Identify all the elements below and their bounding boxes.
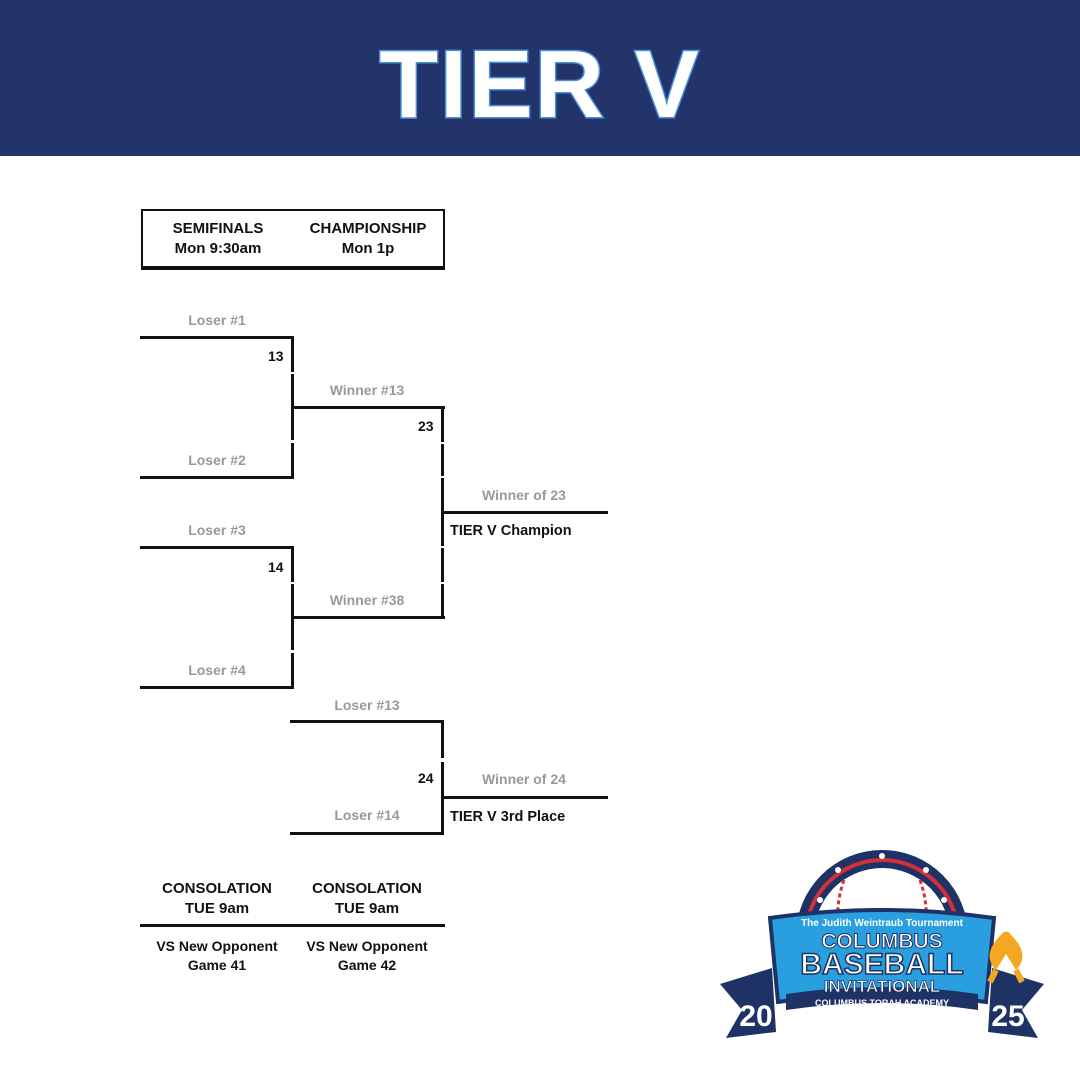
bracket-connector-g14-top — [291, 546, 294, 582]
third-place-label: TIER V 3rd Place — [450, 809, 566, 825]
bracket-line-winner13 — [291, 406, 445, 409]
logo-tournament-text: The Judith Weintraub Tournament — [801, 918, 964, 929]
semifinals-time: Mon 9:30am — [174, 240, 262, 257]
logo-line3: INVITATIONAL — [824, 977, 940, 996]
slot-winner24: Winner of 24 — [482, 771, 566, 787]
schedule-box: SEMIFINALS Mon 9:30am CHAMPIONSHIP Mon 1… — [141, 209, 445, 270]
tournament-logo: The Judith Weintraub Tournament COLUMBUS… — [720, 850, 1044, 1038]
slot-winner13: Winner #13 — [329, 382, 405, 398]
consolation-game-2: Game 42 — [337, 957, 397, 973]
consolation-time-1: TUE 9am — [184, 900, 250, 917]
slot-winner23: Winner of 23 — [482, 487, 566, 503]
awareness-ribbon-icon — [989, 931, 1023, 970]
awareness-ribbon-tails — [987, 968, 1025, 984]
page-title: TIER V — [378, 30, 701, 140]
game-number-24: 24 — [418, 770, 434, 786]
consolation-game-1: Game 41 — [187, 957, 247, 973]
slot-loser4: Loser #4 — [188, 662, 246, 678]
semifinals-label: SEMIFINALS — [172, 220, 264, 237]
consolation-heading-2: CONSOLATION TUE 9am — [292, 879, 442, 919]
logo-year-right: 25 — [991, 1000, 1024, 1033]
slot-winner38: Winner #38 — [329, 592, 405, 608]
logo-line2: BASEBALL — [800, 948, 963, 981]
champion-label: TIER V Champion — [450, 523, 572, 539]
header-banner: TIER V — [0, 0, 1080, 156]
championship-column: CHAMPIONSHIP Mon 1p — [293, 219, 443, 259]
logo-line1: COLUMBUS — [821, 930, 942, 953]
bracket-connector-g23-b — [441, 444, 444, 476]
semifinals-column: SEMIFINALS Mon 9:30am — [143, 219, 293, 259]
consolation-opponent-1: VS New Opponent — [156, 938, 278, 954]
bracket-line-loser4 — [140, 686, 294, 689]
consolation-detail-2: VS New Opponent Game 42 — [292, 937, 442, 975]
bracket-line-loser13 — [290, 720, 444, 723]
game-number-23: 23 — [418, 418, 434, 434]
logo-org: COLUMBUS TORAH ACADEMY — [815, 998, 949, 1008]
slot-loser1: Loser #1 — [188, 312, 246, 328]
slot-loser3: Loser #3 — [188, 522, 246, 538]
slot-loser2: Loser #2 — [188, 452, 246, 468]
slot-loser14: Loser #14 — [334, 807, 400, 823]
game-number-14: 14 — [268, 559, 284, 575]
logo-ribbon-left — [720, 968, 776, 1038]
consolation-heading-1: CONSOLATION TUE 9am — [142, 879, 292, 919]
championship-time: Mon 1p — [341, 240, 395, 257]
bracket-connector-g24-top — [441, 720, 444, 758]
bracket-connector-g23-d — [441, 548, 444, 582]
consolation-detail-1: VS New Opponent Game 41 — [142, 937, 292, 975]
bracket-line-winner23 — [441, 511, 608, 514]
logo-ribbon-right — [988, 968, 1044, 1038]
consolation-opponent-2: VS New Opponent — [306, 938, 428, 954]
bracket-line-winner24 — [441, 796, 608, 799]
slot-loser13: Loser #13 — [334, 697, 400, 713]
consolation-time-2: TUE 9am — [334, 900, 400, 917]
consolation-divider — [140, 924, 445, 927]
championship-label: CHAMPIONSHIP — [309, 220, 427, 237]
bracket-line-loser1 — [140, 336, 294, 339]
logo-year-left: 20 — [739, 1000, 772, 1033]
bracket-line-loser2 — [140, 476, 294, 479]
bracket-connector-g23-a — [441, 406, 444, 442]
bracket-line-loser3 — [140, 546, 294, 549]
logo-arch-ring — [804, 858, 960, 937]
bracket-connector-g13-top — [291, 336, 294, 372]
bracket-connector-g23-e — [441, 584, 444, 619]
consolation-title-1: CONSOLATION — [162, 880, 272, 897]
consolation-title-2: CONSOLATION — [312, 880, 422, 897]
bracket-connector-g14-bot — [291, 653, 294, 689]
bracket-line-loser14 — [290, 832, 444, 835]
logo-org-band — [786, 987, 978, 1010]
game-number-13: 13 — [268, 348, 284, 364]
bracket-connector-g13-bot — [291, 443, 294, 479]
bracket-line-winner38 — [291, 616, 445, 619]
logo-stars — [817, 853, 947, 903]
